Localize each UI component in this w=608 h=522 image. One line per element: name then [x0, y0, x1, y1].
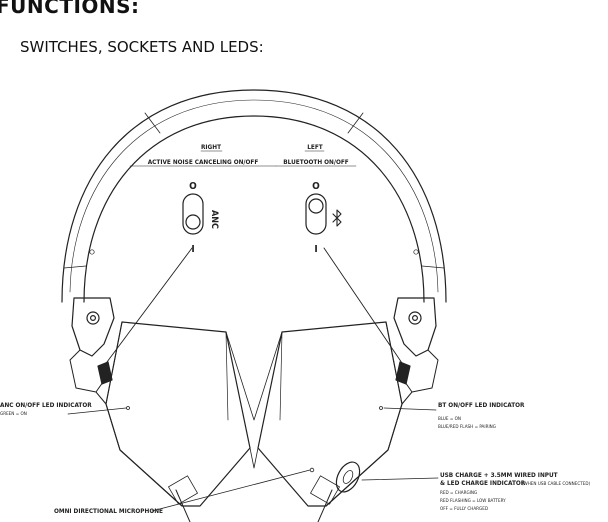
right-switch-subtitle: ACTIVE NOISE CANCELING ON/OFF	[148, 158, 259, 166]
bt-led-line2: BLUE/RED FLASH = PAIRING	[438, 424, 496, 430]
left-switch-subtitle: BLUETOOTH ON/OFF	[283, 158, 348, 166]
right-switch-off: O	[189, 181, 197, 192]
anc-switch	[182, 193, 204, 235]
right-ear-cup	[257, 321, 403, 507]
page-subheading: SWITCHES, SOCKETS AND LEDS:	[20, 38, 264, 56]
anc-led-title: ANC ON/OFF LED INDICATOR	[0, 401, 92, 409]
mic-title: OMNI DIRECTIONAL MICROPHONE	[54, 507, 163, 515]
usb-line1: RED = CHARGING	[440, 490, 477, 496]
anc-led-line1: GREEN = ON	[0, 411, 27, 417]
usb-line2: RED FLASHING = LOW BATTERY	[440, 498, 506, 504]
usb-title-2: & LED CHARGE INDICATOR	[440, 479, 526, 487]
headband-pad-outer	[69, 99, 439, 293]
bt-led-line1: BLUE = ON	[438, 416, 461, 422]
bt-led-dot	[379, 406, 383, 410]
page-heading: FUNCTIONS:	[0, 0, 140, 18]
usb-port	[335, 461, 361, 493]
left-switch-on: I	[314, 244, 317, 255]
anc-led-dot	[126, 406, 130, 410]
left-switch-off: O	[312, 181, 320, 192]
left-ear-cup	[105, 321, 251, 507]
headband-outer	[61, 89, 447, 303]
bluetooth-icon	[332, 209, 342, 227]
usb-note: (WHEN USB CABLE CONNECTED)	[522, 481, 591, 487]
right-hinge	[393, 297, 437, 357]
microphone-hole	[309, 467, 315, 473]
headband-inner	[83, 115, 425, 303]
bt-led-title: BT ON/OFF LED INDICATOR	[438, 401, 525, 409]
left-hinge	[71, 297, 115, 357]
right-switch-title: RIGHT	[201, 143, 221, 151]
right-switch-on: I	[191, 244, 194, 255]
anc-badge: ANC	[209, 210, 219, 229]
usb-line3: OFF = FULLY CHARGED	[440, 506, 488, 512]
usb-title-1: USB CHARGE + 3.5MM WIRED INPUT	[440, 471, 558, 479]
left-switch-title: LEFT	[307, 143, 323, 151]
bt-switch	[305, 193, 327, 235]
